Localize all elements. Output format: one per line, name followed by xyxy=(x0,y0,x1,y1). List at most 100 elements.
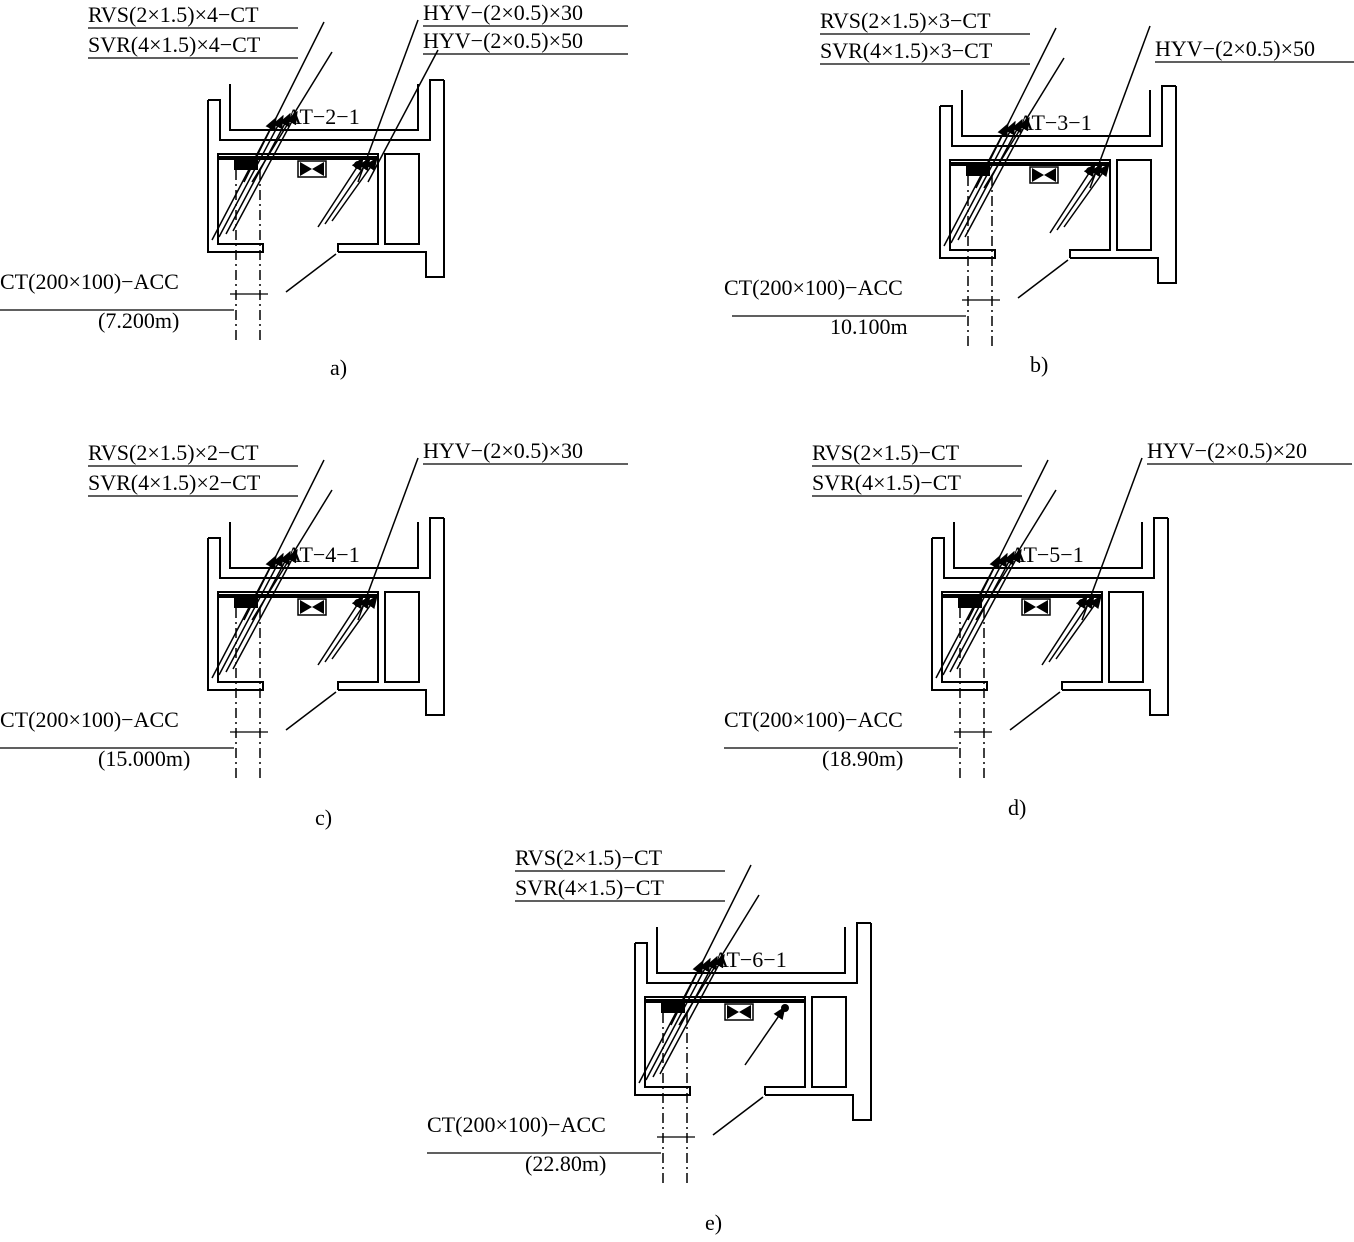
left-cable-label: SVR(4×1.5)−CT xyxy=(812,470,961,495)
riser-arrow xyxy=(659,953,725,1075)
right-cable-label: HYV−(2×0.5)×30 xyxy=(423,438,583,463)
leader-left xyxy=(243,21,325,183)
valve-frame xyxy=(1029,166,1059,184)
tray-label: CT(200×100)−ACC xyxy=(0,707,179,732)
left-cable-label: SVR(4×1.5)×4−CT xyxy=(88,32,261,57)
panel-caption: d) xyxy=(1008,795,1026,820)
shaft-wall-right xyxy=(765,923,872,1121)
box-label: AT−3−1 xyxy=(1018,110,1092,135)
box-label: AT−4−1 xyxy=(286,542,360,567)
panel-d: RVS(2×1.5)−CTSVR(4×1.5)−CTHYV−(2×0.5)×20… xyxy=(724,438,1352,820)
elevation-label: (7.200m) xyxy=(98,308,179,333)
riser-arrow xyxy=(232,110,298,232)
riser-block xyxy=(234,160,258,170)
riser-arrow xyxy=(957,118,1023,241)
valve-icon xyxy=(300,600,324,614)
panel-caption: a) xyxy=(330,355,347,380)
cable-arrow xyxy=(1055,594,1102,660)
left-cable-label: SVR(4×1.5)×3−CT xyxy=(820,38,993,63)
left-cable-label: SVR(4×1.5)×2−CT xyxy=(88,470,261,495)
riser-arrow xyxy=(942,552,1008,676)
left-cable-label: SVR(4×1.5)−CT xyxy=(515,875,664,900)
riser-block xyxy=(661,1003,685,1013)
elevation-label: (18.90m) xyxy=(822,746,903,771)
cable-arrow xyxy=(317,156,364,228)
tray-leader xyxy=(285,253,337,293)
cable-arrow xyxy=(744,1005,786,1066)
leader-left-2 xyxy=(975,489,1057,621)
riser-arrow xyxy=(218,552,284,676)
leader-left-2 xyxy=(678,894,760,1026)
riser-arrow xyxy=(950,120,1016,244)
riser-arrow xyxy=(949,550,1015,673)
valve-icon xyxy=(727,1005,751,1019)
leader-left-2 xyxy=(983,57,1065,189)
leader-right xyxy=(357,19,419,183)
leader-right xyxy=(1081,457,1143,621)
cable-arrow xyxy=(317,594,364,666)
riser-arrow xyxy=(652,955,718,1078)
panel-e: RVS(2×1.5)−CTSVR(4×1.5)−CTAT−6−1CT(200×1… xyxy=(427,845,872,1235)
left-cable-label: RVS(2×1.5)−CT xyxy=(515,845,663,870)
cable-arrow xyxy=(331,594,378,660)
tray-leader xyxy=(1017,259,1069,299)
slab-outer xyxy=(932,517,1168,579)
panel-caption: e) xyxy=(705,1210,722,1235)
leader-left-2 xyxy=(251,489,333,621)
riser-block xyxy=(958,598,982,608)
leader-right-2 xyxy=(367,49,439,183)
riser-arrow xyxy=(645,957,711,1081)
cable-arrow xyxy=(1063,162,1110,228)
riser-block xyxy=(966,166,990,176)
shaft-wall-right xyxy=(1062,518,1169,716)
shaft-wall-right xyxy=(338,518,445,716)
panel-caption: c) xyxy=(315,805,332,830)
right-cable-label: HYV−(2×0.5)×30 xyxy=(423,0,583,25)
left-cable-label: RVS(2×1.5)×4−CT xyxy=(88,2,259,27)
cable-arrow xyxy=(1041,594,1088,666)
tray-leader xyxy=(285,691,337,731)
riser-arrow xyxy=(956,548,1022,670)
box-label: AT−2−1 xyxy=(286,104,360,129)
cable-arrow xyxy=(1049,162,1096,234)
leader-left-2 xyxy=(251,51,333,183)
leader-left xyxy=(243,459,325,621)
slab-outer xyxy=(940,85,1176,147)
leader-right xyxy=(357,457,419,621)
leader-left xyxy=(967,459,1049,621)
valve-frame xyxy=(297,598,327,616)
elevation-label: (15.000m) xyxy=(98,746,190,771)
valve-frame xyxy=(297,160,327,178)
slab-outer xyxy=(208,79,444,141)
valve-icon xyxy=(1032,168,1056,182)
leader-left xyxy=(975,27,1057,189)
tray-label: CT(200×100)−ACC xyxy=(724,707,903,732)
cable-arrow xyxy=(331,156,378,222)
column-box xyxy=(384,591,420,683)
column-box xyxy=(1116,159,1152,251)
valve-frame xyxy=(724,1003,754,1021)
riser-arrow xyxy=(225,550,291,673)
right-cable-label: HYV−(2×0.5)×50 xyxy=(423,28,583,53)
valve-icon xyxy=(300,162,324,176)
slab-outer xyxy=(208,517,444,579)
tray-label: CT(200×100)−ACC xyxy=(724,275,903,300)
panel-caption: b) xyxy=(1030,352,1048,377)
valve-frame xyxy=(1021,598,1051,616)
riser-arrow xyxy=(964,116,1030,238)
leader-right xyxy=(1089,25,1151,189)
column-box xyxy=(1108,591,1144,683)
riser-block xyxy=(234,598,258,608)
valve-icon xyxy=(1024,600,1048,614)
panel-c: RVS(2×1.5)×2−CTSVR(4×1.5)×2−CTHYV−(2×0.5… xyxy=(0,438,628,830)
tray-leader xyxy=(1009,691,1061,731)
tray-leader xyxy=(712,1096,764,1136)
left-cable-label: RVS(2×1.5)×3−CT xyxy=(820,8,991,33)
riser-arrow xyxy=(232,548,298,670)
left-cable-label: RVS(2×1.5)−CT xyxy=(812,440,960,465)
elevation-label: 10.100m xyxy=(830,314,908,339)
slab-inner xyxy=(961,90,1151,137)
